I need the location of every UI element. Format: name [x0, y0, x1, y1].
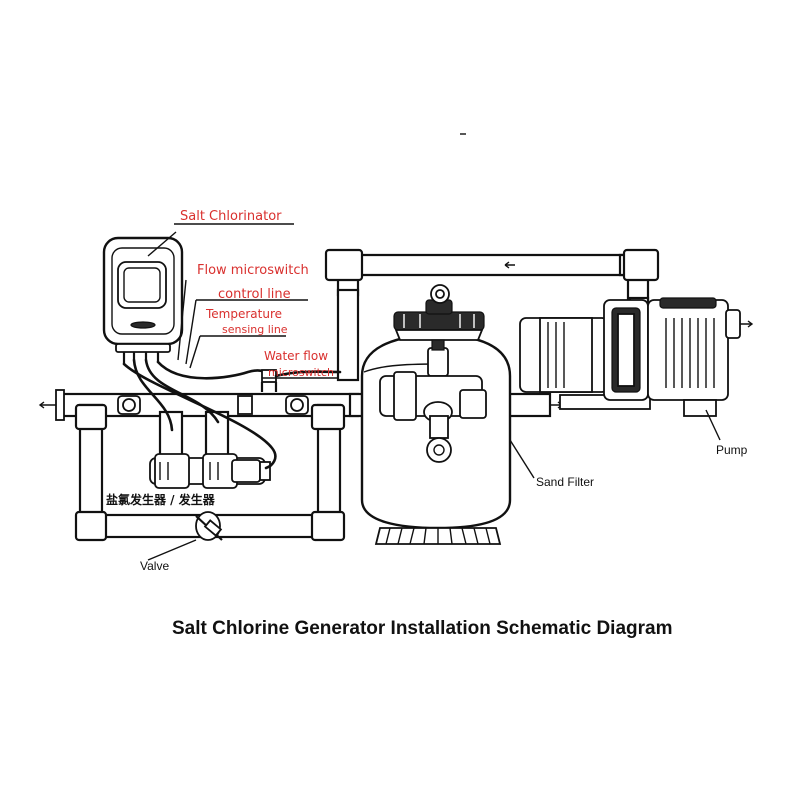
label-pump: Pump — [716, 443, 748, 457]
label-temperature: Temperature — [205, 307, 282, 321]
label-salt-chlorinator: Salt Chlorinator — [180, 209, 282, 224]
control-cables — [122, 358, 342, 470]
label-sand-filter: Sand Filter — [536, 475, 594, 489]
pump — [519, 297, 754, 441]
salt-cell — [149, 410, 271, 489]
diagram-title: Salt Chlorine Generator Installation Sch… — [172, 618, 672, 639]
sand-filter — [360, 284, 535, 545]
annotation-leaders — [147, 223, 338, 379]
label-microswitch: microswitch — [268, 366, 334, 379]
salt-chlorinator-box — [102, 236, 184, 364]
label-control-line: control line — [218, 287, 291, 302]
label-water-flow: Water flow — [264, 349, 328, 363]
label-sensing-line: sensing line — [222, 323, 288, 336]
bypass-valve — [195, 511, 223, 541]
label-cell: 盐氯发生器 / 发生器 — [106, 492, 216, 507]
label-valve: Valve — [140, 559, 169, 573]
label-flow-microswitch: Flow microswitch — [197, 263, 309, 278]
